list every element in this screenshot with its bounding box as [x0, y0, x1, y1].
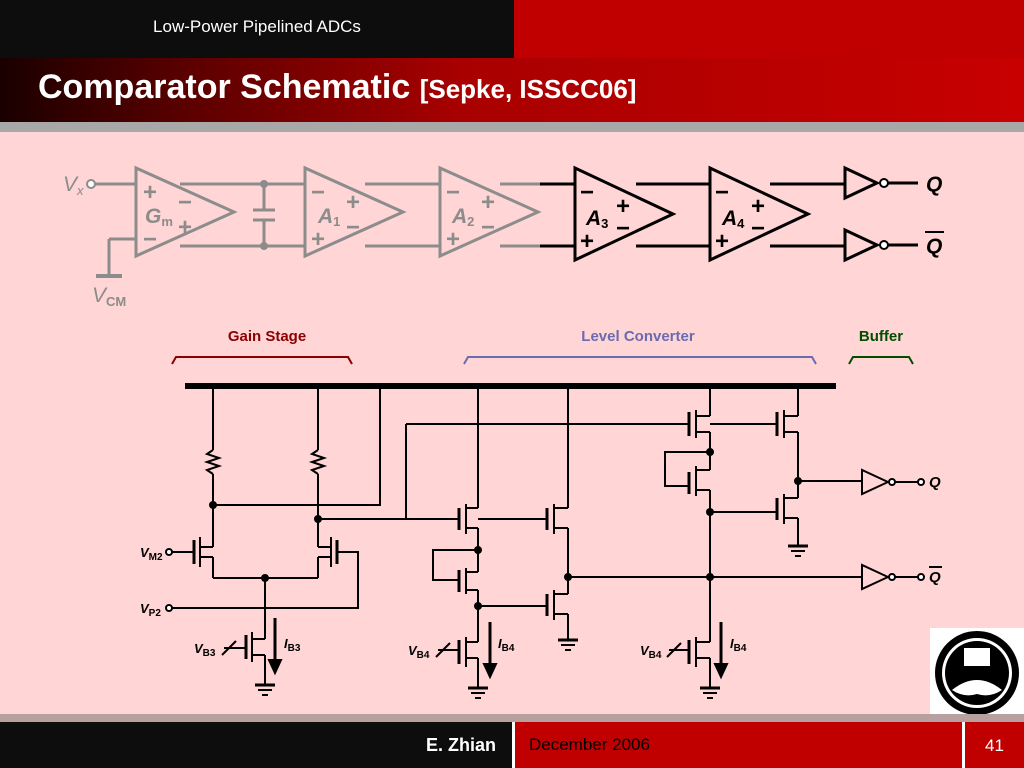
slide-title-text: Comparator Schematic — [38, 68, 411, 106]
top-q-label: Q — [926, 173, 942, 196]
svg-text:−: − — [715, 179, 729, 206]
svg-text:+: + — [580, 228, 594, 255]
a3-label: A3 — [585, 207, 608, 231]
vp2-label: VP2 — [140, 601, 161, 619]
vb3-label: VB3 — [194, 641, 216, 659]
svg-text:+: + — [311, 226, 325, 253]
footer-author: E. Zhian — [425, 735, 496, 755]
footer-divider — [0, 714, 1024, 722]
bottom-buffer-q — [861, 468, 891, 496]
course-title: Low-Power Pipelined ADCs — [153, 17, 361, 36]
top-buffer-q — [843, 165, 881, 201]
ib3-arrow — [267, 659, 283, 676]
buffer-label: Buffer — [859, 328, 903, 345]
ib3-label: IB3 — [284, 636, 301, 654]
slide-title: Comparator Schematic [Sepke, ISSCC06] — [38, 68, 636, 107]
ib4-right-label: IB4 — [730, 636, 747, 654]
vb4-left-label: VB4 — [408, 643, 430, 661]
ib4-left-label: IB4 — [498, 636, 515, 654]
a1-amplifier — [303, 165, 407, 259]
vm2-label: VM2 — [140, 545, 163, 563]
page-number: 41 — [985, 736, 1004, 755]
svg-text:−: − — [751, 215, 765, 242]
ib4-right-arrow — [713, 663, 729, 680]
bottom-buffer-qbar — [861, 563, 891, 591]
gm-label: Gm — [145, 205, 173, 229]
schematic-labels: VM2 VP2 VB3 IB3 VB4 IB4 VB4 IB4 Q Q — [140, 474, 941, 661]
svg-text:−: − — [178, 189, 192, 216]
transistor-schematic — [165, 383, 942, 699]
gain-stage-bracket — [171, 356, 353, 365]
top-buffer-qbar — [843, 227, 881, 263]
vcm-label: VCM — [92, 284, 126, 309]
a1-label: A1 — [317, 205, 340, 229]
a3-amplifier — [573, 165, 677, 263]
top-block-diagram: Vx VCM + − − + Gm − + + − A1 − + + — [63, 165, 944, 309]
svg-text:−: − — [311, 179, 325, 206]
svg-text:+: + — [178, 214, 192, 241]
svg-text:−: − — [616, 215, 630, 242]
footer-middle: December 2006 — [512, 722, 962, 768]
a2-amplifier — [438, 165, 542, 259]
header-left-bar — [0, 0, 514, 58]
bottom-qbar-label: Q — [929, 569, 941, 586]
svg-text:−: − — [143, 226, 157, 253]
vx-label: Vx — [63, 173, 84, 198]
footer-left: E. Zhian — [0, 722, 512, 768]
svg-text:−: − — [446, 179, 460, 206]
level-converter-bracket — [463, 356, 817, 365]
vx-terminal — [86, 179, 96, 189]
top-qbar-label: Q — [926, 235, 942, 258]
bottom-q-label: Q — [929, 474, 941, 491]
level-converter-label: Level Converter — [581, 328, 695, 345]
svg-text:+: + — [751, 193, 765, 220]
svg-text:−: − — [346, 214, 360, 241]
university-seal-icon — [935, 631, 1019, 715]
svg-text:+: + — [616, 193, 630, 220]
a2-label: A2 — [451, 205, 474, 229]
footer-right: 41 — [962, 722, 1024, 768]
section-labels: Gain Stage Level Converter Buffer — [171, 328, 914, 365]
gain-stage-label: Gain Stage — [228, 328, 306, 345]
resistor-left — [203, 449, 223, 475]
a4-amplifier — [708, 165, 812, 263]
header-right-bar — [514, 0, 1024, 58]
title-bar: Comparator Schematic [Sepke, ISSCC06] — [0, 58, 1024, 122]
svg-text:+: + — [143, 179, 157, 206]
svg-text:−: − — [481, 214, 495, 241]
a4-label: A4 — [721, 207, 745, 231]
svg-text:+: + — [715, 228, 729, 255]
title-underline — [0, 122, 1024, 132]
slide-citation: [Sepke, ISSCC06] — [419, 74, 637, 104]
buffer-bracket — [848, 356, 914, 365]
university-logo — [930, 628, 1024, 718]
resistor-right — [308, 449, 328, 475]
svg-text:+: + — [446, 226, 460, 253]
ib4-left-arrow — [482, 663, 498, 680]
svg-text:−: − — [580, 179, 594, 206]
comparator-schematic: Vx VCM + − − + Gm − + + − A1 − + + — [63, 165, 944, 699]
vb4-right-label: VB4 — [640, 643, 662, 661]
svg-text:+: + — [346, 189, 360, 216]
svg-text:+: + — [481, 189, 495, 216]
gm-amplifier — [134, 165, 238, 259]
footer-date: December 2006 — [529, 735, 650, 754]
